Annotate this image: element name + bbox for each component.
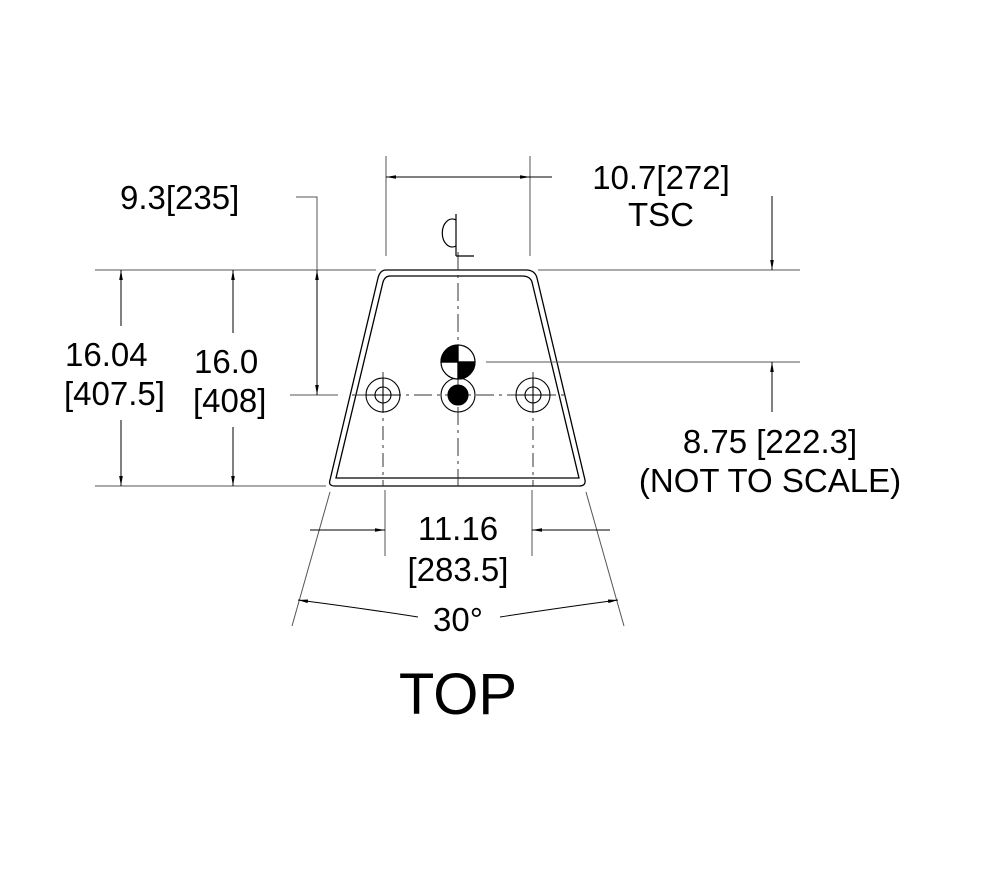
part-outline [330, 270, 586, 486]
view-title: TOP [398, 662, 518, 727]
cg-offset-dimension: 8.75 [222.3] [682, 423, 858, 460]
centerline-symbol-icon [442, 214, 474, 256]
center-of-gravity-icon [441, 345, 475, 379]
extension-lines [95, 156, 800, 626]
overall-height-inches: 16.04 [65, 336, 148, 373]
top-width-dimension: 10.7[272] [592, 159, 730, 196]
center-hole-icon [440, 377, 476, 413]
angle-dimension: 30° [433, 601, 483, 638]
overall-height-mm: [407.5] [64, 375, 165, 412]
top-width-note: TSC [628, 196, 694, 233]
mount-hole-left-icon [365, 377, 401, 413]
mount-hole-right-icon [515, 377, 551, 413]
cg-height-dimension: 9.3[235] [120, 179, 240, 216]
hole-spacing-inches: 11.16 [417, 510, 499, 547]
height-mm: [408] [193, 382, 267, 419]
height-inches: 16.0 [194, 343, 259, 380]
cg-offset-note: (NOT TO SCALE) [638, 462, 902, 499]
dimension-lines [119, 175, 774, 617]
hole-spacing-mm: [283.5] [407, 551, 509, 588]
